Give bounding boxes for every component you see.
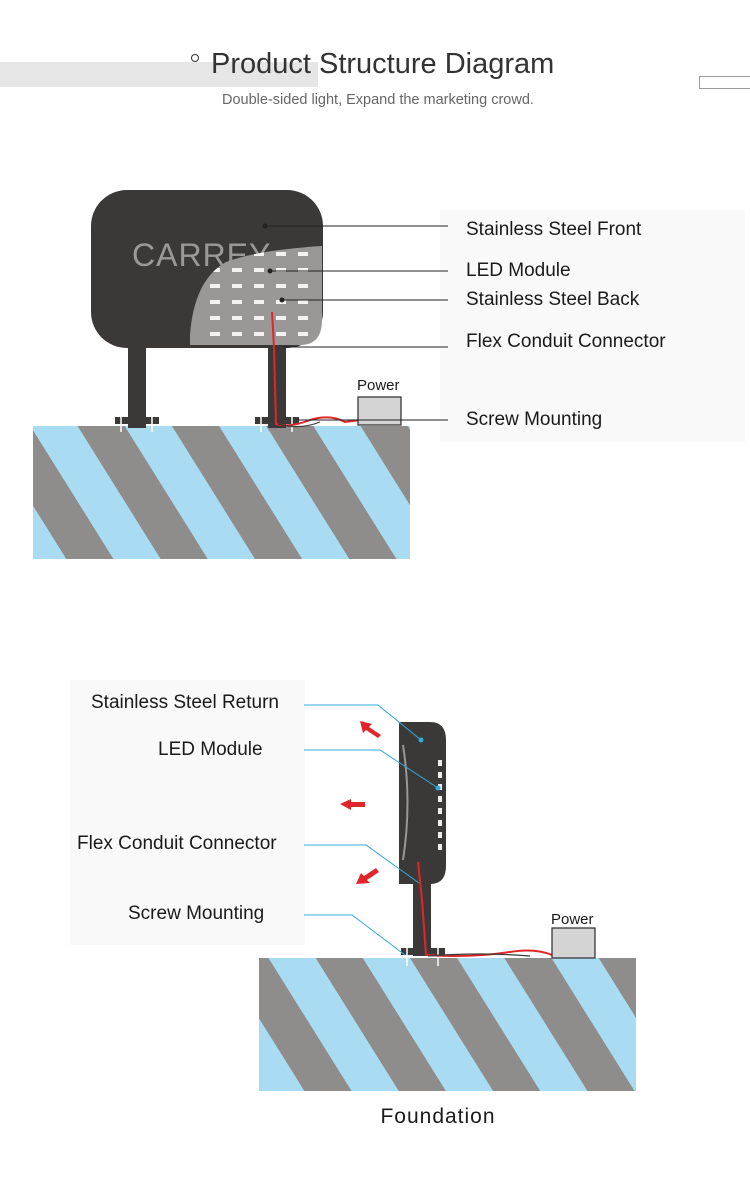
arrow-lower-left-icon xyxy=(356,868,379,884)
label-foundation: Foundation xyxy=(380,1105,495,1128)
side-ground-wire xyxy=(427,953,531,957)
header-accent-box xyxy=(699,76,750,89)
label-stainless-steel-return: Stainless Steel Return xyxy=(91,692,279,713)
side-return-highlight xyxy=(402,744,409,861)
front-post-left xyxy=(128,348,146,428)
side-diagram: Power Stainless Steel Return LED Module … xyxy=(70,680,636,1128)
label-side-screw-mounting: Screw Mounting xyxy=(128,903,264,924)
side-base-plate xyxy=(401,948,445,955)
page-title: Product Structure Diagram xyxy=(211,48,555,80)
label-side-flex-conduit-connector: Flex Conduit Connector xyxy=(77,833,277,854)
side-power-box xyxy=(551,927,596,959)
front-ground xyxy=(33,426,410,559)
front-post-right xyxy=(268,348,286,428)
label-stainless-steel-front: Stainless Steel Front xyxy=(466,219,642,240)
label-stainless-steel-back: Stainless Steel Back xyxy=(466,289,640,310)
label-screw-mounting: Screw Mounting xyxy=(466,409,602,430)
front-base-plate-right xyxy=(255,417,299,424)
front-leader-lines xyxy=(262,223,448,421)
side-cabinet xyxy=(399,722,446,884)
label-flex-conduit-connector: Flex Conduit Connector xyxy=(466,331,666,352)
front-power-label: Power xyxy=(357,377,400,394)
front-power-box xyxy=(357,396,402,426)
arrow-upper-left-icon xyxy=(360,721,381,738)
page-subtitle: Double-sided light, Expand the marketing… xyxy=(222,92,534,108)
arrow-left-icon xyxy=(340,799,365,810)
label-led-module: LED Module xyxy=(466,260,571,281)
label-side-led-module: LED Module xyxy=(158,739,263,760)
front-label-panel xyxy=(440,210,745,442)
title-bullet-icon xyxy=(191,54,199,62)
side-leader-lines xyxy=(304,704,441,956)
side-power-label: Power xyxy=(551,911,594,928)
side-ground xyxy=(259,958,636,1091)
side-post xyxy=(413,884,431,956)
front-ground-wire xyxy=(277,421,321,428)
light-direction-arrows xyxy=(340,721,381,884)
front-diagram: CARREY Power Stainl xyxy=(33,190,745,559)
header-accent-band xyxy=(0,62,318,87)
front-screws xyxy=(120,415,293,432)
front-base-plate-left xyxy=(115,417,159,424)
side-label-panel xyxy=(70,680,305,945)
